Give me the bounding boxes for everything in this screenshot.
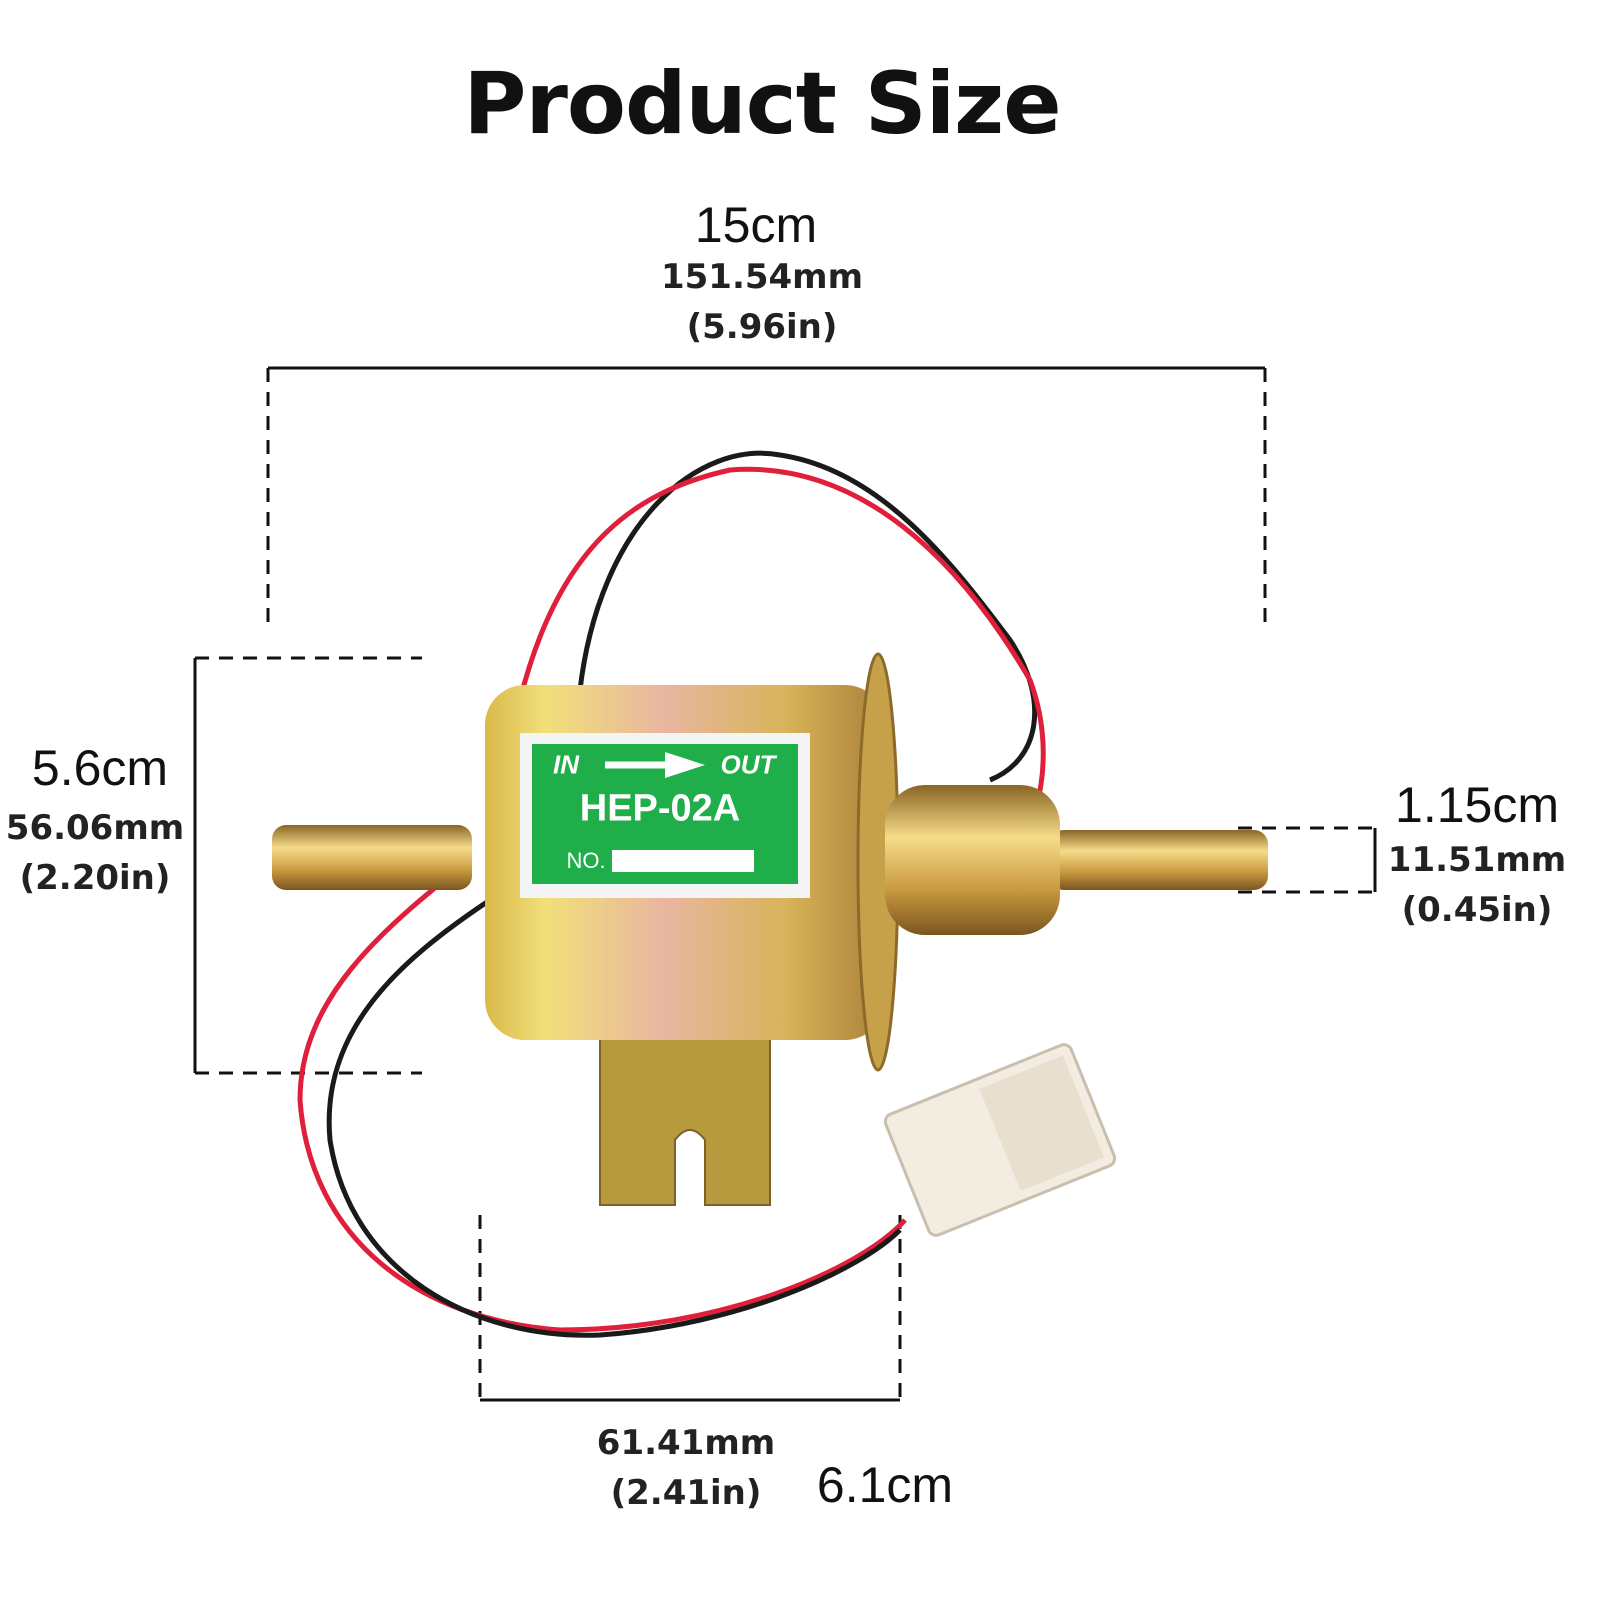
label-model: HEP-02A xyxy=(579,787,741,830)
height-in: (2.20in) xyxy=(19,858,171,898)
outlet-boss xyxy=(885,785,1060,935)
nozzle-in: (0.45in) xyxy=(1401,890,1553,930)
wire-connector xyxy=(883,1043,1117,1237)
length-cm: 15cm xyxy=(694,197,818,253)
nozzle-cm: 1.15cm xyxy=(1395,777,1559,833)
outlet-tube xyxy=(1050,830,1268,890)
inlet-tube xyxy=(272,825,472,890)
nozzle-mm: 11.51mm xyxy=(1387,840,1567,880)
wire-cm: 6.1cm xyxy=(816,1457,954,1513)
wire-in: (2.41in) xyxy=(610,1473,762,1513)
arrow-right-icon xyxy=(665,752,705,778)
label-no: NO. xyxy=(566,848,606,873)
wire-mm: 61.41mm xyxy=(596,1423,776,1463)
height-cm: 5.6cm xyxy=(31,740,169,796)
page-title: Product Size xyxy=(463,54,1061,154)
dimension-brackets xyxy=(193,366,1377,1402)
mount-bracket xyxy=(599,1029,771,1206)
height-mm: 56.06mm xyxy=(5,808,185,848)
length-mm: 151.54mm xyxy=(660,257,864,297)
label-in: IN xyxy=(553,749,579,780)
serial-number-field xyxy=(612,850,754,872)
length-in: (5.96in) xyxy=(686,307,838,347)
label-out: OUT xyxy=(720,749,776,780)
